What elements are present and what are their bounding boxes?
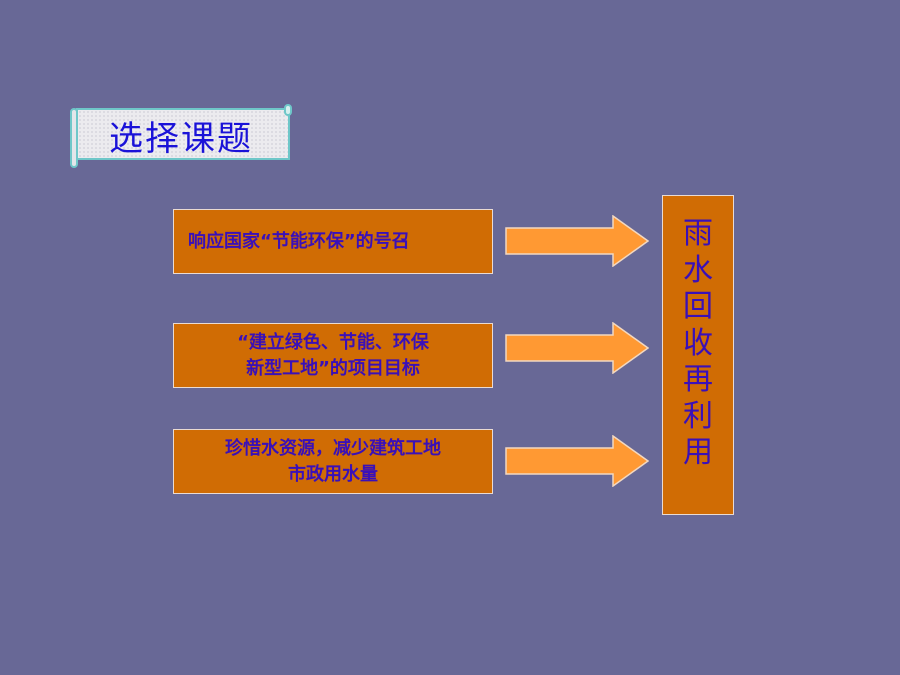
reason-2-line-1: “建立绿色、节能、环保 [237,331,429,353]
scroll-roll-right-icon [284,104,292,116]
right-arrow-icon [505,322,649,374]
reason-box-2: “建立绿色、节能、环保 新型工地”的项目目标 [173,323,493,388]
result-char: 收 [683,325,713,361]
reason-box-3: 珍惜水资源，减少建筑工地 市政用水量 [173,429,493,494]
result-char: 用 [683,435,713,470]
result-char: 回 [683,289,713,324]
reason-3-line-2: 市政用水量 [288,463,378,485]
slide-title: 选择课题 [109,118,253,159]
reason-1-line-1: 响应国家“节能环保”的号召 [188,230,410,252]
right-arrow-icon [505,435,649,487]
right-arrow-icon [505,215,649,267]
result-char: 再 [683,362,713,397]
scroll-roll-left-icon [70,108,78,168]
reason-3-line-1: 珍惜水资源，减少建筑工地 [225,437,441,459]
title-scroll-banner: 选择课题 [70,104,292,168]
reason-box-1: 响应国家“节能环保”的号召 [173,209,493,274]
result-char: 雨 [683,216,713,251]
result-box: 雨 水 回 收 再 利 用 [662,195,734,515]
result-char: 利 [683,398,713,434]
result-char: 水 [683,252,713,288]
reason-2-line-2: 新型工地”的项目目标 [246,357,420,379]
scroll-body [76,108,290,160]
